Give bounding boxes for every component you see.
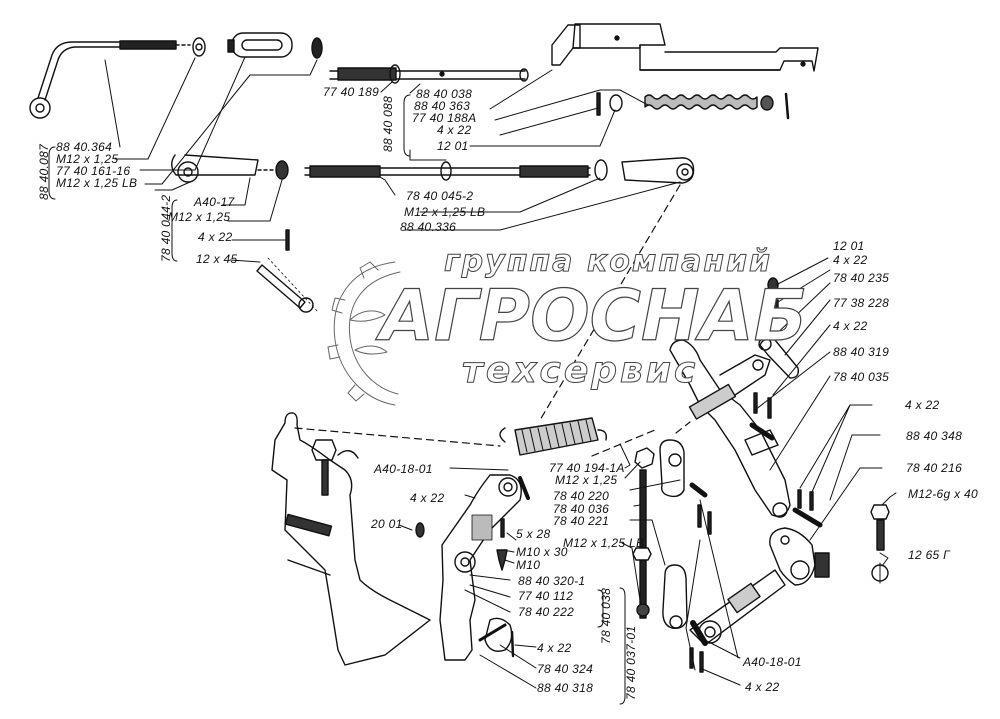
label-88-40-319: 88 40 319 [833, 345, 890, 359]
washer-20-01-part [415, 522, 425, 538]
label-m12-125-lb-a: M12 x 1,25 LB [56, 176, 138, 190]
bracket-part [551, 23, 819, 72]
watermark-logo-gear [327, 261, 401, 406]
label-88-40-336: 88 40.336 [400, 220, 457, 234]
label-12-01-b: 12 01 [833, 239, 865, 253]
clevis-221-part [662, 564, 688, 630]
nut-part [192, 37, 206, 57]
pedal-lever-part [439, 474, 530, 661]
label-78-40-216: 78 40 216 [906, 461, 963, 475]
label-78-40-324: 78 40 324 [537, 662, 594, 676]
bent-rod-part [29, 40, 191, 119]
nut-m12-part [634, 447, 655, 469]
label-assembly-88-40-087: 88 40.087 [37, 143, 51, 200]
pin-4x22-f-part [689, 647, 694, 669]
label-88-40-318: 88 40 318 [537, 681, 594, 695]
label-78-40-235: 78 40 235 [833, 271, 890, 285]
watermark-line2: АГРОСНАБ [379, 274, 808, 357]
label-assembly-78-40-038: 78 40 038 [599, 587, 613, 644]
label-78-40-045-2: 78 40 045-2 [406, 189, 474, 203]
pin-4x22-h-part [697, 504, 702, 528]
label-a40-18-01-b: A40-18-01 [743, 655, 802, 669]
label-assembly-88-40-088: 88 40 088 [381, 95, 395, 152]
label-78-40-036: 78 40 036 [553, 502, 610, 516]
label-m12-125-b: M12 x 1,25 [168, 210, 231, 224]
pin-88-40-348-part [792, 507, 823, 528]
label-77-40-112: 77 40 112 [518, 589, 574, 603]
label-4x22-b: 4 x 22 [437, 123, 472, 137]
label-78-40-220: 78 40 220 [553, 489, 610, 503]
leader-lines [104, 56, 897, 689]
cotter-pin-part [510, 630, 515, 658]
label-20-01: 20 01 [371, 517, 403, 531]
label-assembly-78-40-037-01: 78 40 037-01 [624, 625, 638, 700]
label-77-40-161-16: 77 40 161-16 [56, 164, 131, 178]
long-rod-part [304, 157, 695, 184]
turnbuckle-part [227, 32, 293, 58]
label-78-40-221: 78 40 221 [553, 514, 610, 528]
label-77-40-188a: 77 40 188A [412, 111, 477, 125]
bracket-braces [48, 94, 626, 705]
label-78-40-035: 78 40 035 [833, 370, 890, 384]
watermark-line1: группа компаний [443, 244, 773, 280]
label-77-40-194-1a: 77 40 194-1A [549, 461, 625, 475]
label-78-40-222: 78 40 222 [518, 605, 575, 619]
spring-guide-line [294, 184, 691, 457]
label-88-40-320-1: 88 40 320-1 [518, 574, 586, 588]
label-5x28: 5 x 28 [516, 527, 551, 541]
label-assembly-78-40-044-2: 78 40 044-2 [159, 194, 173, 262]
label-m12-125-c: M12 x 1,25 [555, 473, 618, 487]
label-88-40-363: 88 40 363 [414, 99, 471, 113]
label-4x22-d: 4 x 22 [833, 319, 868, 333]
pin-4x22-g-part [699, 651, 704, 673]
label-88-40-038: 88 40 038 [416, 87, 473, 101]
pin-88-40-319-part [749, 422, 775, 441]
label-m10x30: M10 x 30 [516, 545, 568, 559]
label-m12-125-lb-b: M12 x 1,25 LB [404, 205, 486, 219]
label-12-01-a: 12 01 [437, 139, 469, 153]
extension-spring-part [499, 417, 608, 456]
pin-5x28-part [500, 518, 505, 538]
watermark-line3: техсервис [461, 350, 699, 392]
label-4x22-a: 4 x 22 [198, 230, 233, 244]
nut-lb-part [311, 37, 323, 59]
pedal-bracket-part [271, 412, 431, 666]
pin-4x22-c-part [767, 397, 772, 419]
pin-4x22-part [285, 229, 290, 251]
pin-4x22-e-part [809, 491, 814, 511]
label-a40-17: A40-17 [194, 195, 235, 209]
label-77-38-228: 77 38 228 [833, 296, 890, 310]
label-m12-125-lb-c: M12 x 1,25 LB [563, 536, 645, 550]
label-a40-18-01-a: A40-18-01 [374, 462, 433, 476]
pin-center-part [689, 482, 708, 498]
cotter-a40-part [690, 620, 708, 646]
label-m12-125-a: M12 x 1,25 [56, 152, 119, 166]
pin-4x22-b-part [753, 392, 758, 414]
label-4x22-f: 4 x 22 [410, 491, 445, 505]
spring-assembly-upper [596, 92, 790, 120]
label-88-40-348: 88 40 348 [906, 429, 963, 443]
pivot-pin-part [758, 277, 800, 379]
label-4x22-e: 4 x 22 [905, 398, 940, 412]
label-4x22-g: 4 x 22 [537, 641, 572, 655]
spring-washer-part [871, 562, 889, 584]
pin-4x22-i-part [707, 511, 712, 535]
bell-crank-part [669, 339, 791, 518]
upper-rod-part [329, 64, 529, 84]
label-4x22-h: 4 x 22 [745, 680, 780, 694]
label-12-65-g: 12 65 Г [908, 548, 950, 562]
label-m10: M10 [516, 558, 541, 572]
label-77-40-189: 77 40 189 [323, 85, 380, 99]
label-m12-6g-40: M12-6g x 40 [908, 487, 979, 501]
clevis-part [171, 154, 289, 183]
label-88-40-364: 88 40.364 [56, 140, 113, 154]
clevis-220-part [659, 439, 685, 498]
label-4x22-c: 4 x 22 [833, 253, 868, 267]
pin-4x22-d-part [797, 489, 802, 509]
label-12x45: 12 x 45 [196, 252, 238, 266]
bolt-12x45-part [256, 257, 319, 313]
bolt-m12-40-part [870, 504, 890, 551]
